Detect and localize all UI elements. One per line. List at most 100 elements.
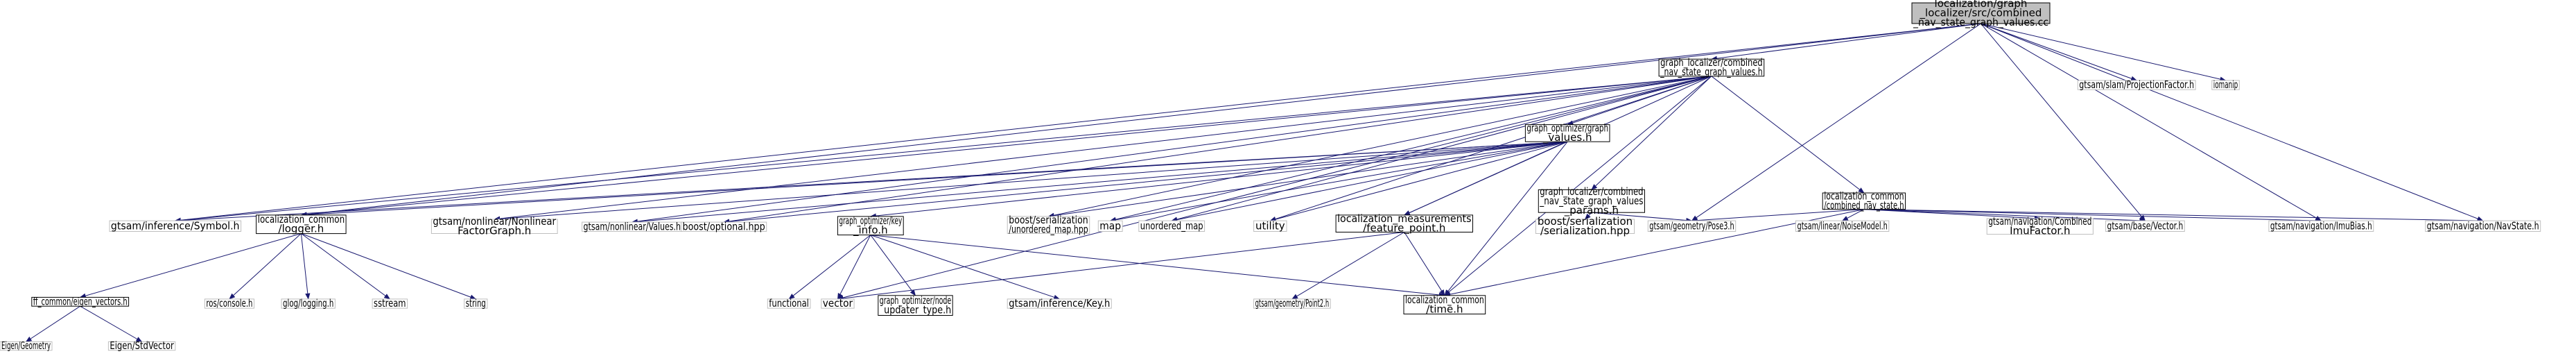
edge-graph_values-to-logger xyxy=(300,141,1568,218)
node-feature-point[interactable]: localization_measurements/feature_point.… xyxy=(1335,212,1473,235)
node-label-line: utility xyxy=(1255,219,1285,232)
node-logger[interactable]: localization_common/logger.h xyxy=(256,213,347,235)
edge-root-to-logger xyxy=(300,23,1981,217)
edge-combined_nav_state-to-time_h xyxy=(1444,209,1865,297)
node-label-line: gtsam/base/Vector.h xyxy=(2107,219,2184,232)
node-label-line: gtsam/inference/Symbol.h xyxy=(111,219,240,232)
edge-graph_values-to-map xyxy=(1109,141,1568,223)
node-boost-serialization: boost/serialization/serialization.hpp xyxy=(1535,215,1635,237)
node-label-line: /unordered_map.hpp xyxy=(1009,223,1088,237)
node-graph-values[interactable]: graph_optimizer/graph_values.h xyxy=(1524,122,1610,145)
edge-graph_values-to-time_h xyxy=(1444,141,1568,296)
node-vector: vector xyxy=(821,297,855,310)
node-label-line: localization_common xyxy=(1824,190,1904,203)
node-noise-model: gtsam/linear/NoiseModel.h xyxy=(1795,219,1890,232)
node-glog: glog/logging.h xyxy=(281,297,336,310)
node-label-line: gtsam/geometry/Pose3.h xyxy=(1649,219,1734,232)
edge-graph_values-to-boost_optional xyxy=(723,141,1568,224)
node-label-line: ros/console.h xyxy=(206,297,252,310)
node-label-line: boost/optional.hpp xyxy=(683,220,765,232)
node-label-line: _values.h xyxy=(1542,131,1592,144)
node-box xyxy=(878,295,953,316)
node-functional: functional xyxy=(767,297,811,310)
node-root: localization/graph_localizer/src/combine… xyxy=(1911,0,2051,29)
edges-layer xyxy=(25,23,2484,342)
node-box xyxy=(1795,220,1890,232)
node-label-line: graph_optimizer/node xyxy=(880,294,951,307)
node-label-line: gtsam/geometry/Point2.h xyxy=(1255,297,1330,310)
node-nav-state: gtsam/navigation/NavState.h xyxy=(2425,219,2541,232)
node-label-line: gtsam/navigation/ImuBias.h xyxy=(2270,219,2372,232)
edge-root-to-combined_values xyxy=(1711,23,1981,61)
node-box xyxy=(1647,220,1737,232)
edge-combined_nav_state-to-combined_imu xyxy=(1863,209,2041,221)
node-boost-unordered-map: boost/serialization/unordered_map.hpp xyxy=(1007,214,1090,237)
edge-graph_values-to-nl_values xyxy=(631,141,1568,224)
node-label-line: _info.h xyxy=(853,224,888,237)
edge-combined_values-to-logger xyxy=(300,76,1712,217)
edge-combined_values-to-nl_values xyxy=(631,76,1712,224)
edge-key_info-to-node_updater_type xyxy=(870,235,916,296)
node-box xyxy=(31,296,130,307)
node-label-line: string xyxy=(466,297,486,310)
edge-combined_values-to-vector xyxy=(837,76,1712,300)
edge-logger-to-sstream xyxy=(301,233,391,300)
edge-root-to-projection_factor xyxy=(1981,23,2138,81)
node-box xyxy=(1007,216,1090,234)
node-label-line: gtsam/nonlinear/Values.h xyxy=(584,220,681,232)
edge-root-to-iomanip xyxy=(1981,23,2227,82)
node-combined-values[interactable]: graph_localizer/combined_nav_state_graph… xyxy=(1658,56,1765,79)
node-label-line: functional xyxy=(769,297,809,310)
node-box xyxy=(1535,219,1635,234)
node-box xyxy=(1986,218,2094,235)
node-combined-params[interactable]: graph_localizer/combined_nav_state_graph… xyxy=(1538,185,1646,217)
node-label-line: _nav_state_graph_values.h xyxy=(1660,66,1762,79)
node-map: map xyxy=(1097,219,1123,232)
node-label-line: vector xyxy=(823,297,853,310)
node-projection-factor: gtsam/slam/ProjectionFactor.h xyxy=(2077,78,2196,91)
node-combined-nav-state[interactable]: localization_common/combined_nav_state.h xyxy=(1822,190,1906,213)
node-label-line: _updater_type.h xyxy=(879,303,951,316)
node-time-h[interactable]: localization_common/time.h xyxy=(1403,294,1486,316)
node-inference-key: gtsam/inference/Key.h xyxy=(1007,297,1112,310)
node-label-line: graph_localizer/combined xyxy=(1540,185,1643,198)
node-eigen-stdvector: Eigen/StdVector xyxy=(107,339,176,352)
node-box xyxy=(2105,220,2185,232)
edge-logger-to-eigen_vectors xyxy=(79,233,302,298)
node-box xyxy=(430,219,558,234)
node-label-line: gtsam/nonlinear/Nonlinear xyxy=(433,215,556,228)
node-label-line: Eigen/StdVector xyxy=(110,339,174,352)
node-box xyxy=(1524,124,1610,142)
node-box xyxy=(1538,189,1646,213)
node-box xyxy=(281,298,336,309)
node-pose3: gtsam/geometry/Pose3.h xyxy=(1647,219,1737,232)
node-unordered-map: unordered_map xyxy=(1138,219,1206,232)
edge-combined_nav_state-to-pose3 xyxy=(1691,209,1864,223)
node-key-info[interactable]: graph_optimizer/key_info.h xyxy=(837,214,904,237)
node-imu-bias: gtsam/navigation/ImuBias.h xyxy=(2268,219,2374,232)
node-label-line: graph_optimizer/key xyxy=(839,214,902,228)
edge-root-to-imu_bias xyxy=(1981,23,2322,221)
node-eigen-vectors[interactable]: ff_common/eigen_vectors.h xyxy=(31,295,130,308)
node-label-line: gtsam/slam/ProjectionFactor.h xyxy=(2079,78,2194,91)
edge-root-to-symbol xyxy=(174,23,1981,223)
edge-combined_values-to-nonlinear_fg xyxy=(494,76,1712,221)
node-label-line: gtsam/inference/Key.h xyxy=(1009,297,1110,310)
node-label-line: iomanip xyxy=(2213,78,2238,91)
edge-graph_values-to-utility xyxy=(1269,141,1568,222)
node-point2: gtsam/geometry/Point2.h xyxy=(1253,297,1331,310)
node-sstream: sstream xyxy=(372,297,408,310)
edge-graph_values-to-boost_unordered_map xyxy=(1047,141,1568,219)
node-box xyxy=(1658,58,1765,77)
node-label-line: graph_localizer/combined xyxy=(1660,56,1763,69)
edge-combined_values-to-combined_nav_state xyxy=(1711,76,1865,194)
node-label-line: gtsam/navigation/Combined xyxy=(1988,215,2091,228)
node-utility: utility xyxy=(1253,219,1287,232)
node-node-updater-type[interactable]: graph_optimizer/node_updater_type.h xyxy=(878,294,953,317)
edge-root-to-vector_h xyxy=(1981,23,2146,221)
node-label-line: localization_common xyxy=(258,213,345,226)
node-box xyxy=(1097,220,1123,232)
nodes-layer: localization/graph_localizer/src/combine… xyxy=(0,0,2541,352)
node-label-line: localization_measurements xyxy=(1337,212,1472,226)
